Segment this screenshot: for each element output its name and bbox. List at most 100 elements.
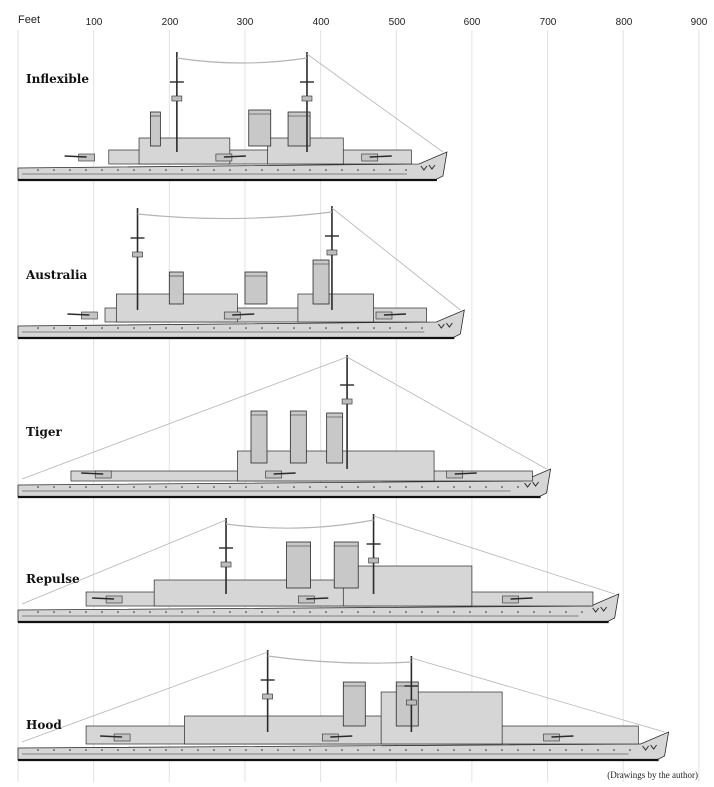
porthole [101,611,103,613]
tick-label-700: 700 [539,17,557,28]
porthole [453,486,455,488]
porthole [309,169,311,171]
porthole [373,486,375,488]
porthole [357,327,359,329]
porthole [37,327,39,329]
ship-label-inflexible: Inflexible [26,72,89,86]
porthole [261,327,263,329]
porthole [229,749,231,751]
anchor-marks [437,322,453,329]
turret-2 [361,153,379,162]
porthole [197,486,199,488]
porthole [421,749,423,751]
porthole [501,749,503,751]
porthole [165,611,167,613]
porthole [101,486,103,488]
porthole [453,611,455,613]
porthole [213,749,215,751]
porthole [629,749,631,751]
porthole [149,749,151,751]
ship-drawing-tiger [17,355,552,499]
porthole [597,749,599,751]
gun-barrel-1 [330,735,353,738]
porthole [389,749,391,751]
fore-stay [346,356,547,470]
porthole [277,749,279,751]
porthole [261,486,263,488]
porthole [69,611,71,613]
porthole [469,611,471,613]
porthole [293,611,295,613]
gun-barrel-2 [510,597,533,600]
porthole [357,486,359,488]
porthole [85,327,87,329]
porthole [485,486,487,488]
porthole [53,169,55,171]
porthole [117,611,119,613]
porthole [181,327,183,329]
fighting-top-0 [220,561,232,568]
porthole [405,749,407,751]
porthole [53,486,55,488]
porthole [405,486,407,488]
porthole [357,611,359,613]
porthole [389,169,391,171]
porthole [293,327,295,329]
fighting-top-0 [132,251,143,258]
fighting-top-0 [171,95,183,102]
porthole [37,611,39,613]
porthole [229,327,231,329]
porthole [549,611,551,613]
tick-label-400: 400 [312,17,330,28]
tick-label-500: 500 [388,17,406,28]
porthole [181,486,183,488]
porthole [229,611,231,613]
porthole [373,169,375,171]
ship-drawing-australia [17,206,465,340]
gun-barrel-2 [383,313,407,316]
porthole [69,169,71,171]
porthole [405,169,407,171]
turret-0 [105,595,123,604]
porthole [309,486,311,488]
porthole [181,169,183,171]
tick-label-800: 800 [615,17,633,28]
ship-drawing-hood [17,650,670,762]
porthole [341,327,343,329]
gun-barrel-0 [64,155,87,158]
porthole [309,327,311,329]
fore-stay [411,657,665,733]
porthole [613,749,615,751]
porthole [149,486,151,488]
porthole [501,486,503,488]
porthole [437,611,439,613]
porthole [277,327,279,329]
porthole [165,486,167,488]
fore-stay [306,53,444,153]
turret-1 [321,733,339,742]
porthole [389,327,391,329]
porthole [341,749,343,751]
porthole [261,169,263,171]
porthole [277,486,279,488]
porthole [149,169,151,171]
porthole [293,486,295,488]
porthole [485,611,487,613]
porthole [581,749,583,751]
porthole [277,169,279,171]
porthole [133,169,135,171]
tick-label-900: 900 [690,17,708,28]
aft-stay [21,356,348,480]
porthole [421,611,423,613]
porthole [389,486,391,488]
gun-barrel-0 [100,735,123,738]
tick-label-100: 100 [85,17,103,28]
turret-0 [94,470,112,479]
porthole [69,327,71,329]
porthole [117,486,119,488]
porthole [181,749,183,751]
gun-barrel-2 [454,472,477,475]
porthole [357,169,359,171]
aerial [137,211,333,220]
